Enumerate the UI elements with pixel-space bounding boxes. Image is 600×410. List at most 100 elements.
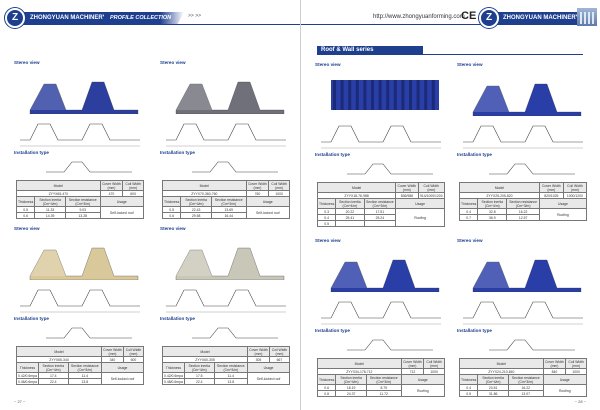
ce-mark: CE (461, 10, 477, 22)
model-header: Model (459, 182, 540, 193)
stereo-view-title: Stereo view (457, 238, 483, 243)
page-number: ~ 27 ~ (14, 399, 26, 404)
building-photo (577, 8, 597, 26)
inertia-header: Section inertia (Cm^4/m) (180, 196, 212, 207)
usage-value: Roofing (395, 208, 445, 227)
installation-drawing (192, 327, 278, 339)
model-header: Model (16, 180, 101, 191)
profile-dimension-drawing (463, 301, 583, 325)
cover-width-header: Cover Width (mm) (245, 180, 270, 191)
resistance-value: 13.8 (213, 378, 249, 385)
installation-type-title: Installation type (160, 316, 195, 321)
table-row: 0.5 (316, 220, 445, 227)
stereo-view-title: Stereo view (14, 60, 40, 65)
profile-stereo-image (29, 247, 139, 280)
model-header: Model (316, 182, 397, 193)
inertia-value: 24.37 (335, 390, 367, 397)
right-page: http://www.zhongyuanforming.com CE Z ZHO… (300, 0, 600, 410)
left-page: Z ZHONGYUAN MACHINERY PROFILE COLLECTION… (0, 0, 300, 410)
usage-header: Usage (400, 374, 446, 385)
installation-drawing (46, 161, 132, 173)
usage-header: Usage (99, 196, 145, 207)
model-header: Model (162, 180, 247, 191)
header-rule (301, 24, 577, 25)
cover-width-header: Cover Width (mm) (99, 180, 124, 191)
usage-header: Usage (101, 362, 144, 373)
profile-stereo-image (175, 247, 285, 280)
series-rule (423, 54, 583, 55)
usage-value: Self-locked roof (99, 206, 145, 219)
company-logo-icon: Z (479, 8, 499, 28)
inertia-value (335, 220, 365, 227)
inertia-value: 14.39 (34, 212, 66, 219)
model-header: Model (317, 358, 402, 369)
installation-drawing (489, 339, 575, 351)
resistance-header: Section resistance (Cm^3/m) (365, 374, 402, 385)
profile-stereo-image (472, 83, 582, 116)
resistance-value: 11.72 (365, 390, 402, 397)
company-logo-icon: Z (5, 8, 25, 28)
stereo-view-title: Stereo view (315, 238, 341, 243)
stereo-view-title: Stereo view (315, 62, 341, 67)
coil-width-header: Coil Width (mm) (122, 180, 144, 191)
cover-width-header: Cover Width (mm) (247, 346, 270, 357)
resistance-header: Section resistance (Cm^3/m) (507, 374, 544, 385)
installation-type-title: Installation type (14, 316, 49, 321)
thickness-value: 0.6 (161, 212, 182, 219)
resistance-value: 12.57 (506, 214, 540, 221)
thickness-value: 0.5 (316, 220, 337, 227)
thickness-header: Thickness (316, 374, 337, 385)
installation-drawing (347, 163, 433, 175)
cover-width-header: Cover Width (mm) (395, 182, 419, 193)
profile-dimension-drawing (166, 289, 286, 313)
usage-value: Roofing (542, 384, 588, 397)
model-header: Model (15, 346, 103, 357)
model-header: Model (161, 346, 249, 357)
installation-type-title: Installation type (160, 150, 195, 155)
inertia-header: Section inertia (Cm^4/m) (335, 374, 367, 385)
thickness-value: 0.5 (458, 390, 479, 397)
profile-dimension-drawing (321, 125, 441, 149)
profile-dimension-drawing (321, 301, 441, 325)
brand-name: ZHONGYUAN MACHINERY (18, 12, 106, 24)
resistance-header: Section resistance (Cm^3/m) (64, 196, 101, 207)
usage-header: Usage (245, 196, 291, 207)
resistance-value: 13.07 (507, 390, 544, 397)
resistance-value: 13.8 (67, 378, 103, 385)
inertia-value: 29.58 (180, 212, 212, 219)
stereo-view-title: Stereo view (14, 226, 40, 231)
coil-width-header: Coil Width (mm) (268, 346, 291, 357)
profile-dimension-drawing (463, 125, 583, 149)
inertia-value: 36.9 (477, 214, 508, 221)
inertia-header: Section inertia (Cm^4/m) (477, 198, 508, 209)
inertia-header: Section inertia (Cm^4/m) (183, 362, 215, 373)
installation-drawing (46, 327, 132, 339)
inertia-header: Section inertia (Cm^4/m) (477, 374, 509, 385)
inertia-value: 22.4 (183, 378, 215, 385)
resistance-header: Section resistance (Cm^3/m) (67, 362, 103, 373)
installation-type-title: Installation type (457, 152, 492, 157)
inertia-header: Section inertia (Cm^4/m) (34, 196, 66, 207)
resistance-header: Section resistance (Cm^3/m) (363, 198, 397, 209)
coil-width-header: Coil Width (mm) (268, 180, 290, 191)
website-url: http://www.zhongyuanforming.com (373, 14, 465, 20)
thickness-value: 0.48/0.6mpa (162, 378, 185, 385)
installation-type-title: Installation type (315, 328, 350, 333)
profile-stereo-image (472, 259, 582, 292)
